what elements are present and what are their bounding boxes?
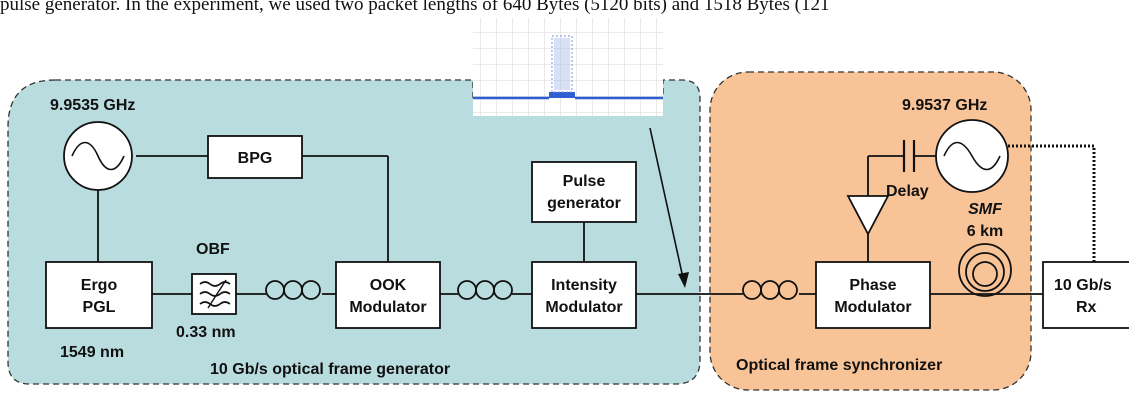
inset-pointer-arrow bbox=[649, 127, 684, 279]
body-text-line: pulse generator. In the experiment, we u… bbox=[0, 0, 830, 15]
capacitor-icon bbox=[902, 140, 916, 172]
polarization-controller-icon bbox=[265, 280, 321, 300]
delay-label: Delay bbox=[886, 183, 929, 200]
intensity-modulator-box bbox=[531, 261, 637, 329]
laser-label-line2: PGL bbox=[83, 299, 116, 316]
bpg-box bbox=[207, 135, 303, 179]
synchronizer-clock-freq: 9.9537 GHz bbox=[902, 97, 987, 114]
synchronizer-region-label: Optical frame synchronizer bbox=[736, 357, 942, 374]
filter-bandwidth: 0.33 nm bbox=[176, 324, 236, 341]
clock-generator-icon bbox=[63, 121, 133, 191]
laser-wavelength: 1549 nm bbox=[60, 344, 124, 361]
smf-label-line2: 6 km bbox=[967, 223, 1003, 240]
ook-modulator-label-line2: Modulator bbox=[349, 299, 426, 316]
laser-box bbox=[45, 261, 153, 329]
filter-label: OBF bbox=[196, 241, 230, 258]
amplifier-icon bbox=[846, 195, 890, 236]
clock-generator-icon bbox=[935, 119, 1009, 193]
pulse-generator-box bbox=[531, 161, 637, 223]
receiver-box bbox=[1042, 261, 1129, 329]
polarization-controller-icon bbox=[742, 280, 798, 300]
synchronizer-wiring bbox=[799, 155, 1043, 295]
ook-modulator-box bbox=[335, 261, 441, 329]
ook-modulator-label-line1: OOK bbox=[370, 277, 407, 294]
phase-modulator-label-line2: Modulator bbox=[834, 299, 911, 316]
optical-filter-icon bbox=[191, 273, 237, 315]
generator-wiring bbox=[97, 155, 743, 295]
laser-label-line1: Ergo bbox=[81, 277, 118, 294]
intensity-modulator-label-line2: Modulator bbox=[545, 299, 622, 316]
smf-label-line1: SMF bbox=[968, 201, 1003, 218]
pulse-generator-label-line2: generator bbox=[547, 195, 621, 212]
fiber-spool-icon bbox=[958, 243, 1012, 297]
bpg-label: BPG bbox=[238, 150, 273, 167]
receiver-label-line2: Rx bbox=[1076, 299, 1097, 316]
receiver-label-line1: 10 Gb/s bbox=[1054, 277, 1112, 294]
inset-pointer-arrowhead bbox=[678, 272, 689, 288]
intensity-modulator-label-line1: Intensity bbox=[551, 277, 617, 294]
phase-modulator-box bbox=[815, 261, 931, 329]
generator-region-label: 10 Gb/s optical frame generator bbox=[210, 361, 450, 378]
oscilloscope-trace-inset bbox=[473, 18, 663, 116]
polarization-controller-icon bbox=[457, 280, 513, 300]
pulse-generator-label-line1: Pulse bbox=[563, 173, 606, 190]
phase-modulator-label-line1: Phase bbox=[849, 277, 896, 294]
generator-clock-freq: 9.9535 GHz bbox=[50, 97, 135, 114]
rx-clock-dotted-link bbox=[1008, 144, 1096, 262]
